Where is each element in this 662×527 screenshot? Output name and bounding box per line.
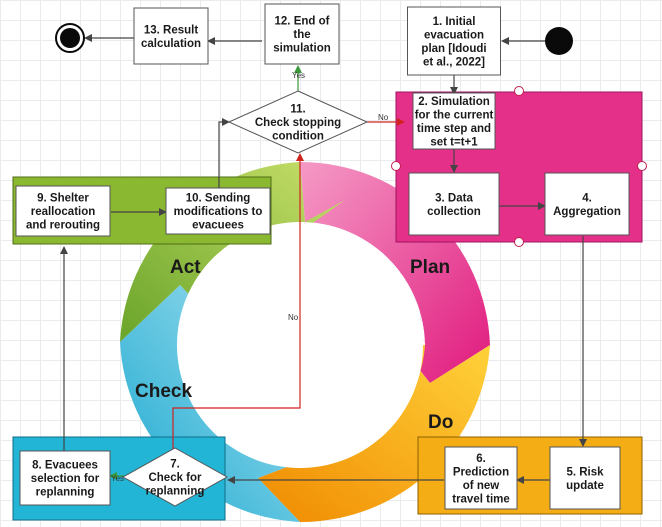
edge-label-yes-stop: Yes	[292, 71, 305, 80]
n13-label-line: 13. Result	[144, 24, 198, 36]
do-segment	[258, 345, 490, 523]
n4-shape	[544, 172, 630, 236]
n7-shape	[121, 447, 229, 507]
n6-label-line: Prediction	[453, 466, 509, 478]
n10-label-line: modifications to	[174, 206, 263, 218]
n8-shape	[19, 450, 111, 506]
n1-label-line: 1. Initial	[433, 16, 476, 28]
n11-label-line: condition	[272, 131, 324, 143]
n9-label-line: and rerouting	[26, 220, 100, 232]
start-node[interactable]	[545, 27, 573, 55]
n7-label-line: replanning	[146, 486, 205, 498]
decision-7-check-replanning[interactable]: 7.Check for replanning	[121, 447, 229, 507]
n10-label-line: evacuees	[192, 220, 244, 232]
n13-shape	[133, 7, 209, 65]
plan-segment	[300, 161, 490, 383]
n12-label-line: the	[293, 29, 310, 41]
n13-label-line: calculation	[141, 38, 201, 50]
n1-label-line: evacuation	[424, 29, 484, 41]
n6-shape	[444, 446, 518, 510]
n10-shape	[165, 187, 271, 235]
n7-label-line: Check for	[148, 472, 202, 484]
node-3-data-collection[interactable]: 3. Data collection	[408, 172, 500, 236]
n4-label-line: 4.	[582, 192, 592, 204]
n11-label-line: 11.	[290, 104, 305, 116]
n1-label-line: et al., 2022]	[423, 56, 485, 68]
n2-label-line: 2. Simulation	[418, 96, 490, 108]
n5-label-line: 5. Risk	[566, 466, 604, 478]
n5-label-line: update	[566, 480, 604, 492]
check-segment	[120, 285, 300, 522]
n6-label-line: travel time	[452, 493, 510, 505]
plan-handle-bottom[interactable]	[514, 237, 524, 247]
n5-shape	[549, 446, 621, 510]
n9-label-line: reallocation	[31, 206, 96, 218]
plan-handle-left[interactable]	[391, 161, 401, 171]
edge-10-to-11	[218, 118, 230, 190]
n2-label-line: time step and	[417, 123, 491, 135]
node-13-result-calculation[interactable]: 13. Result calculation	[133, 7, 209, 65]
phase-label-plan: Plan	[410, 257, 450, 278]
n2-label-line: set t=t+1	[430, 136, 478, 148]
node-4-aggregation[interactable]: 4. Aggregation	[544, 172, 630, 236]
edge-7-no-to-11	[172, 153, 304, 450]
n8-label-line: selection for	[31, 473, 100, 485]
n9-label-line: 9. Shelter	[37, 193, 89, 205]
n3-label-line: collection	[427, 206, 481, 218]
n3-label-line: 3. Data	[435, 192, 473, 204]
n3-shape	[408, 172, 500, 236]
n11-shape	[227, 90, 369, 154]
n9-shape	[15, 185, 111, 237]
node-5-risk-update[interactable]: 5. Risk update	[549, 446, 621, 510]
n10-label-line: 10. Sending	[186, 193, 251, 205]
n6-label-line: 6.	[476, 453, 486, 465]
edge-label-yes-replan: Yes	[111, 474, 124, 483]
edge-label-no-stop: No	[378, 113, 389, 122]
end-node[interactable]	[55, 23, 85, 53]
n8-label-line: 8. Evacuees	[32, 460, 98, 472]
n8-label-line: replanning	[36, 487, 95, 499]
plan-handle-right[interactable]	[637, 161, 647, 171]
n12-shape	[264, 3, 340, 65]
n12-label-line: 12. End of	[275, 16, 330, 28]
n1-label-line: plan [Idoudi	[421, 43, 486, 55]
n6-label-line: of new	[463, 480, 499, 492]
n1-shape	[407, 6, 501, 76]
phase-label-do: Do	[428, 412, 453, 433]
n4-label-line: Aggregation	[553, 206, 621, 218]
n2-label-line: for the current	[415, 109, 494, 121]
n7-label-line: 7.	[170, 459, 180, 471]
n11-label-line: Check stopping	[255, 117, 341, 129]
phase-label-act: Act	[170, 257, 201, 278]
phase-label-check: Check	[135, 381, 192, 402]
n12-label-line: simulation	[273, 43, 331, 55]
plan-handle-top[interactable]	[514, 86, 524, 96]
n2-shape	[412, 92, 496, 150]
edge-label-no-replan: No	[288, 313, 299, 322]
connectors	[60, 34, 587, 484]
decision-11-stopping-condition[interactable]: 11.Check stopping condition	[227, 90, 369, 154]
pdca-ring	[120, 161, 490, 523]
